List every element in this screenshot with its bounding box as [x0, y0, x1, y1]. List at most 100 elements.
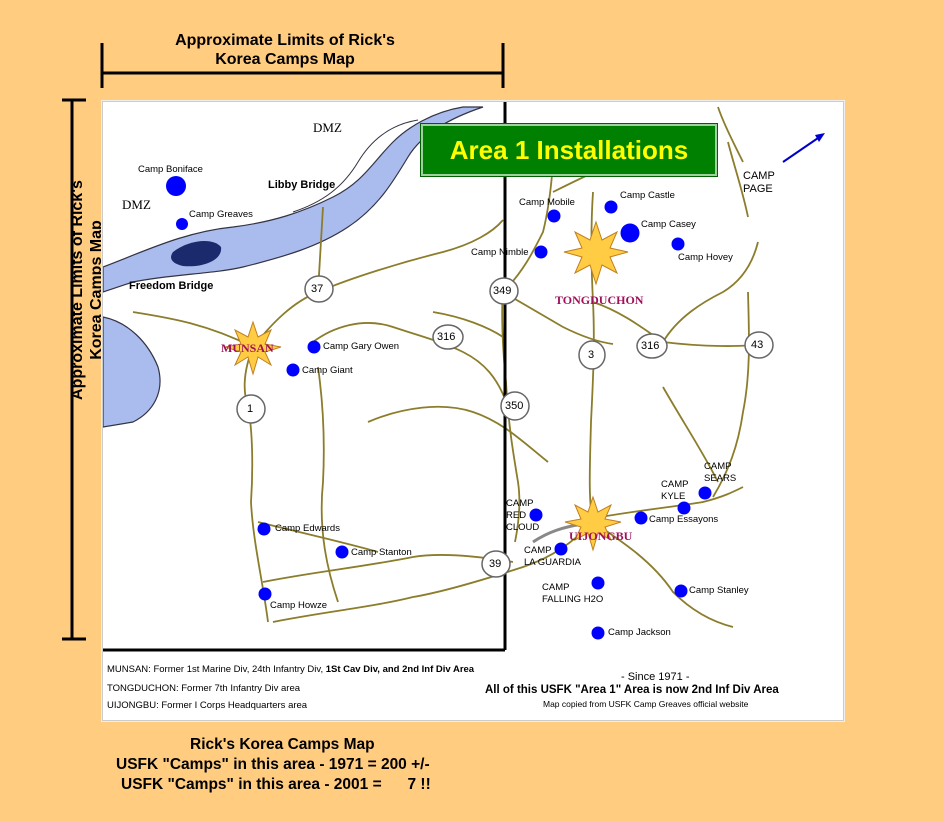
camp-la-guardia-line1: CAMP — [524, 545, 552, 556]
camp-howze-label: Camp Howze — [270, 600, 328, 611]
camp-kyle-dot — [677, 501, 691, 515]
note-munsan-bold: 1St Cav Div, and 2nd Inf Div Area — [325, 664, 475, 675]
camp-hovey-dot — [671, 237, 685, 251]
note-tongduchon: TONGDUCHON: Former 7th Infantry Div area — [107, 683, 301, 694]
camp-jackson-label: Camp Jackson — [608, 627, 671, 638]
uijongbu-star — [564, 495, 622, 552]
camp-la-guardia-label: CAMP LA GUARDIA — [524, 545, 581, 569]
camp-page-arrowhead — [815, 133, 825, 142]
camp-la-guardia-line2: LA GUARDIA — [524, 557, 582, 568]
camp-red-cloud-dot — [529, 508, 543, 522]
camp-sears-dot — [698, 486, 712, 500]
route-316b-shield — [636, 333, 668, 359]
bay — [103, 316, 161, 428]
camp-edwards-label: Camp Edwards — [275, 523, 340, 534]
camp-red-cloud-line3: CLOUD — [506, 522, 540, 533]
camp-essayons-label: Camp Essayons — [649, 514, 719, 525]
top-limit-line1: Approximate Limits of Rick's — [175, 32, 395, 49]
camp-falling-h2o-label: CAMP FALLING H2O — [542, 582, 603, 606]
map-title-box: Area 1 Installations — [420, 123, 718, 177]
route-37-shield — [304, 275, 334, 303]
note-uijongbu: UIJONGBU: Former I Corps Headquarters ar… — [107, 700, 308, 711]
camp-boniface-label: Camp Boniface — [138, 164, 203, 175]
camp-sears-label: CAMP SEARS — [704, 461, 736, 485]
camp-falling-h2o-line2: FALLING H2O — [542, 594, 604, 605]
map-graphics — [103, 102, 825, 652]
camp-greaves-label: Camp Greaves — [189, 209, 253, 220]
camp-red-cloud-line2: RED — [506, 510, 527, 521]
route-37-label: 37 — [311, 283, 324, 295]
route-316b-label: 316 — [641, 340, 660, 352]
camp-kyle-line1: CAMP — [661, 479, 689, 490]
river-upper — [292, 119, 419, 213]
camp-red-cloud-label: CAMP RED CLOUD — [506, 498, 539, 534]
top-limit-bracket — [100, 43, 505, 88]
camp-la-guardia-dot — [554, 542, 568, 556]
route-349-shield — [489, 277, 519, 305]
camp-sears-line2: SEARS — [704, 473, 737, 484]
tongduchon-star — [563, 220, 629, 286]
top-limit-line2: Korea Camps Map — [215, 51, 355, 68]
route-39-shield — [481, 550, 511, 578]
top-limit-title: Approximate Limits of Rick's Korea Camps… — [130, 31, 440, 69]
camp-gary-owen-dot — [307, 340, 321, 354]
camp-mobile-label: Camp Mobile — [519, 197, 575, 208]
camp-kyle-label: CAMP KYLE — [661, 479, 688, 503]
camp-jackson-dot — [591, 626, 605, 640]
libby-bridge-label: Libby Bridge — [268, 179, 336, 191]
lake — [171, 240, 222, 267]
camp-page-label: CAMP PAGE — [743, 170, 775, 195]
munsan-star — [224, 320, 282, 376]
camp-hovey-label: Camp Hovey — [678, 252, 733, 263]
footer-title: Rick's Korea Camps Map — [190, 736, 375, 753]
note-copied: Map copied from USFK Camp Greaves offici… — [543, 699, 749, 709]
route-316a-label: 316 — [437, 331, 456, 343]
route-39-label: 39 — [489, 558, 502, 570]
footer-1971: USFK "Camps" in this area - 1971 = 200 +… — [116, 756, 430, 773]
camp-giant-label: Camp Giant — [302, 365, 353, 376]
note-munsan-text: MUNSAN: Former 1st Marine Div, 24th Infa… — [107, 664, 324, 675]
side-limit-bracket — [62, 98, 86, 641]
camp-stanley-dot — [674, 584, 688, 598]
route-43-label: 43 — [751, 339, 764, 351]
camp-page-arrow — [782, 135, 822, 163]
camp-castle-label: Camp Castle — [620, 190, 675, 201]
camp-dots — [166, 176, 712, 640]
note-area1: All of this USFK "Area 1" Area is now 2n… — [485, 684, 779, 696]
camp-howze-dot — [258, 587, 272, 601]
camp-falling-h2o-dot — [591, 576, 605, 590]
camp-casey-label: Camp Casey — [641, 219, 696, 230]
camp-stanley-label: Camp Stanley — [689, 585, 749, 596]
route-1-shield — [236, 394, 266, 424]
camp-casey-dot — [620, 223, 640, 243]
route-3-label: 3 — [588, 349, 595, 361]
camp-kyle-line2: KYLE — [661, 491, 686, 502]
route-349-label: 349 — [493, 285, 512, 297]
dmz-label-1: DMZ — [313, 120, 342, 135]
freedom-bridge-label: Freedom Bridge — [129, 280, 214, 292]
dmz-label-2: DMZ — [122, 197, 151, 212]
footer-2001: USFK "Camps" in this area - 2001 = 7 !! — [121, 776, 431, 793]
camp-nimble-label: Camp Nimble — [471, 247, 529, 258]
camp-sears-line1: CAMP — [704, 461, 732, 472]
note-since: - Since 1971 - — [621, 671, 690, 683]
camp-gary-owen-label: Camp Gary Owen — [323, 341, 400, 352]
camp-falling-h2o-line1: CAMP — [542, 582, 570, 593]
map-title: Area 1 Installations — [449, 135, 689, 165]
route-3-shield — [578, 340, 606, 370]
route-350-label: 350 — [505, 400, 524, 412]
route-1-label: 1 — [247, 403, 254, 415]
camp-giant-dot — [286, 363, 300, 377]
camp-stanton-dot — [335, 545, 349, 559]
note-munsan: MUNSAN: Former 1st Marine Div, 24th Infa… — [107, 664, 474, 675]
city-uijongbu: UIJONGBU — [569, 529, 633, 543]
area1-map: 37 349 316 3 316 43 1 350 39 Area 1 Inst… — [102, 101, 844, 721]
camp-stanton-label: Camp Stanton — [351, 547, 412, 558]
city-munsan: MUNSAN — [221, 341, 274, 355]
roads — [132, 106, 764, 628]
camp-edwards-dot — [257, 522, 271, 536]
camp-greaves-dot — [176, 218, 188, 230]
route-316a-shield — [432, 324, 464, 350]
route-43-shield — [744, 331, 774, 359]
